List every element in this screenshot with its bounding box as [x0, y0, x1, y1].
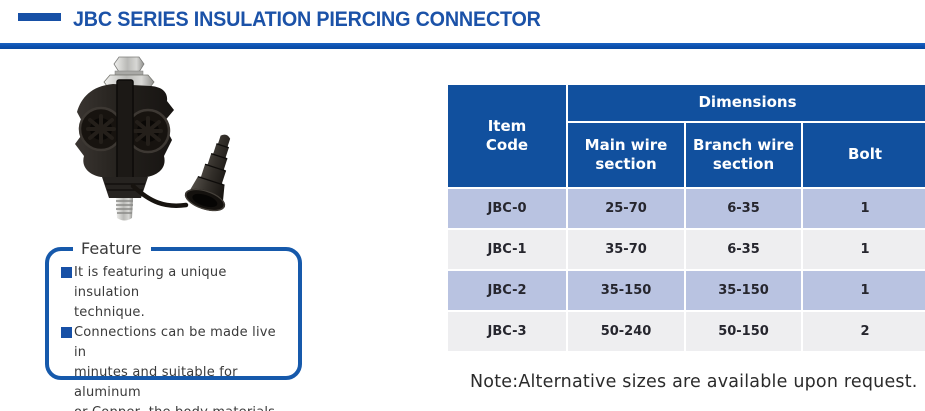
cell-item-code: JBC-1	[448, 230, 566, 269]
feature-list-item: Connections can be made live in minutes …	[61, 323, 292, 411]
cell-branch-wire: 35-150	[686, 271, 801, 310]
square-bullet-icon	[61, 267, 72, 278]
cell-main-wire: 50-240	[568, 312, 684, 351]
col-header-main-wire: Main wire section	[568, 123, 684, 187]
page-title: JBC SERIES INSULATION PIERCING CONNECTOR	[73, 8, 541, 31]
header-divider-rule	[0, 43, 925, 49]
cell-item-code: JBC-2	[448, 271, 566, 310]
cell-main-wire: 35-150	[568, 271, 684, 310]
table-header-row: Item Code Dimensions	[448, 85, 925, 187]
cell-bolt: 1	[803, 230, 925, 269]
note-text: Note:Alternative sizes are available upo…	[470, 372, 918, 392]
feature-box-title: Feature	[73, 237, 152, 261]
table-row: JBC-1 35-70 6-35 1	[448, 230, 925, 269]
cell-item-code: JBC-0	[448, 189, 566, 228]
col-header-item-code: Item Code	[448, 85, 566, 187]
feature-item-text: Connections can be made live in minutes …	[74, 325, 276, 411]
product-photo	[55, 50, 265, 225]
cell-main-wire: 35-70	[568, 230, 684, 269]
table-row: JBC-2 35-150 35-150 1	[448, 271, 925, 310]
table-row: JBC-0 25-70 6-35 1	[448, 189, 925, 228]
feature-box: Feature It is featuring a unique insulat…	[45, 237, 302, 411]
cell-item-code: JBC-3	[448, 312, 566, 351]
cell-branch-wire: 6-35	[686, 189, 801, 228]
cell-branch-wire: 50-150	[686, 312, 801, 351]
feature-list: It is featuring a unique insulation tech…	[61, 263, 292, 411]
cell-bolt: 1	[803, 189, 925, 228]
connector-illustration-icon	[75, 56, 231, 221]
table-row: JBC-3 50-240 50-150 2	[448, 312, 925, 351]
table-subheader-row: Main wire section Branch wire section Bo…	[448, 123, 925, 187]
cell-bolt: 2	[803, 312, 925, 351]
title-marker-bar-icon	[18, 13, 61, 21]
cell-branch-wire: 6-35	[686, 230, 801, 269]
feature-list-item: It is featuring a unique insulation tech…	[61, 263, 292, 323]
square-bullet-icon	[61, 327, 72, 338]
cell-main-wire: 25-70	[568, 189, 684, 228]
cell-bolt: 1	[803, 271, 925, 310]
col-header-branch-wire: Branch wire section	[686, 123, 801, 187]
col-header-bolt: Bolt	[803, 123, 925, 187]
spec-table: Item Code Dimensions Main wire section B…	[446, 83, 925, 353]
feature-item-text: It is featuring a unique insulation tech…	[74, 265, 227, 320]
col-header-dimensions: Dimensions	[568, 85, 925, 121]
